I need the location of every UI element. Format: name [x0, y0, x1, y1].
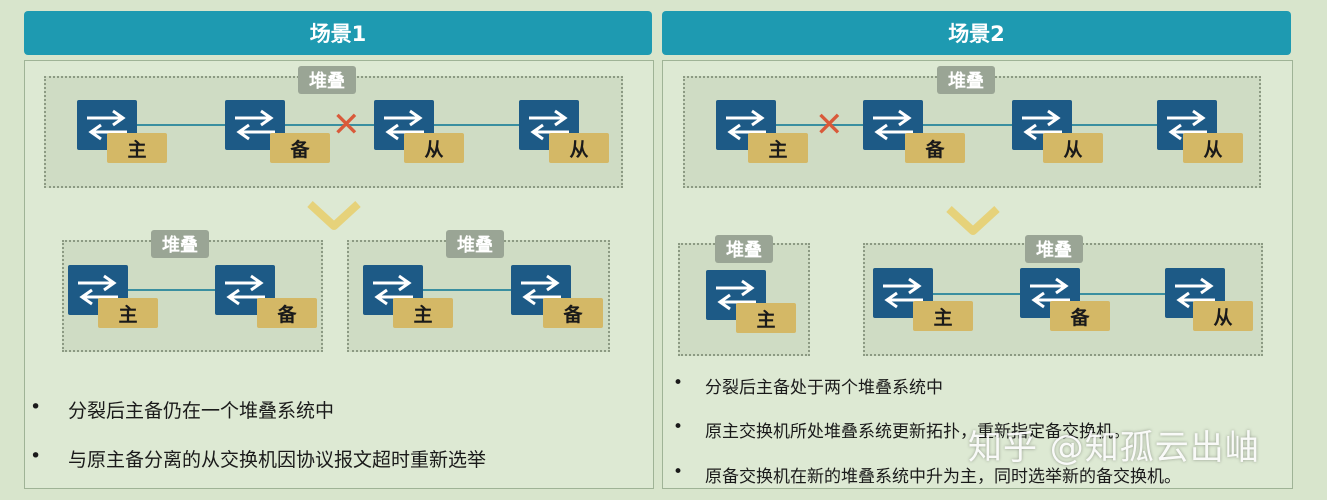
role-tag: 从: [404, 133, 464, 163]
s1-bl-switch-1: 主: [68, 265, 158, 328]
s1-top-stack-tag: 堆叠: [298, 66, 356, 94]
down-arrow-icon: [307, 201, 361, 230]
role-tag: 主: [913, 301, 973, 331]
role-tag: 从: [549, 133, 609, 163]
bullet-text: 分裂后主备仍在一个堆叠系统中: [68, 400, 335, 422]
bullet-dot: •: [673, 462, 684, 482]
bullet-dot: •: [673, 373, 684, 393]
stack-label: 堆叠: [726, 240, 762, 261]
bullet-text: 原主交换机所处堆叠系统更新拓扑，重新指定备交换机。: [705, 422, 1130, 442]
role-tag: 从: [1183, 133, 1243, 163]
s2-top-switch-4: 从: [1157, 100, 1247, 163]
s2-br-switch-1: 主: [873, 268, 973, 331]
s2-top-link: [746, 124, 1216, 126]
role-tag: 主: [748, 133, 808, 163]
s2-br-stack-tag: 堆叠: [1025, 235, 1083, 263]
s1-top-switch-2: 备: [225, 100, 330, 163]
s1-bl-stack-tag: 堆叠: [151, 230, 209, 258]
cross-icon: ✕: [332, 105, 361, 145]
bullet-text: 与原主备分离的从交换机因协议报文超时重新选举: [68, 449, 487, 471]
s1-br-switch-1: 主: [363, 265, 453, 328]
role-tag: 主: [107, 133, 167, 163]
stack-label: 堆叠: [1036, 240, 1072, 261]
scenario1-title: 场景1: [309, 22, 367, 46]
role-tag: 备: [257, 298, 317, 328]
s2-top-switch-2: 备: [863, 100, 965, 163]
s1-top-switch-4: 从: [519, 100, 609, 163]
s1-br-switch-2: 备: [511, 265, 603, 328]
role-tag: 主: [736, 303, 796, 333]
s1-top-switch-1: 主: [77, 100, 167, 163]
role-tag: 备: [1050, 301, 1110, 331]
bullet-dot: •: [30, 396, 42, 418]
role-tag: 主: [393, 298, 453, 328]
stack-label: 堆叠: [309, 71, 345, 92]
bullet-text: 分裂后主备处于两个堆叠系统中: [705, 378, 943, 398]
s2-top-stack-tag: 堆叠: [937, 66, 995, 94]
role-tag: 备: [905, 133, 965, 163]
s2-top-switch-1: 主: [716, 100, 808, 163]
stack-label: 堆叠: [948, 71, 984, 92]
scenario2-title: 场景2: [948, 22, 1005, 46]
role-tag: 主: [98, 298, 158, 328]
s1-top-link: [108, 124, 578, 126]
bullet-text: 原备交换机在新的堆叠系统中升为主，同时选举新的备交换机。: [705, 467, 1181, 487]
stack-label: 堆叠: [457, 235, 493, 256]
s2-br-switch-2: 备: [1020, 268, 1110, 331]
s1-br-stack-tag: 堆叠: [446, 230, 504, 258]
s2-top-switch-3: 从: [1012, 100, 1103, 163]
cross-icon: ✕: [815, 105, 844, 145]
scenario1-header: 场景1: [24, 11, 652, 55]
down-arrow-icon: [946, 206, 1000, 235]
s2-bl-stack-tag: 堆叠: [715, 235, 773, 263]
switch-icon: [873, 268, 933, 318]
bullet-dot: •: [673, 417, 684, 437]
scenario2-header: 场景2: [662, 11, 1291, 55]
s1-br-link: [395, 289, 565, 291]
s2-br-switch-3: 从: [1165, 268, 1255, 331]
s1-bl-switch-2: 备: [215, 265, 317, 328]
role-tag: 备: [270, 133, 330, 163]
bullet-dot: •: [30, 445, 42, 467]
role-tag: 备: [543, 298, 603, 328]
stack-label: 堆叠: [162, 235, 198, 256]
role-tag: 从: [1043, 133, 1103, 163]
role-tag: 从: [1193, 301, 1253, 331]
s2-bl-switch-1: 主: [706, 270, 796, 333]
s1-top-switch-3: 从: [374, 100, 464, 163]
s1-bl-link: [100, 289, 270, 291]
watermark: 知乎 @知孤云出岫: [968, 428, 1260, 468]
